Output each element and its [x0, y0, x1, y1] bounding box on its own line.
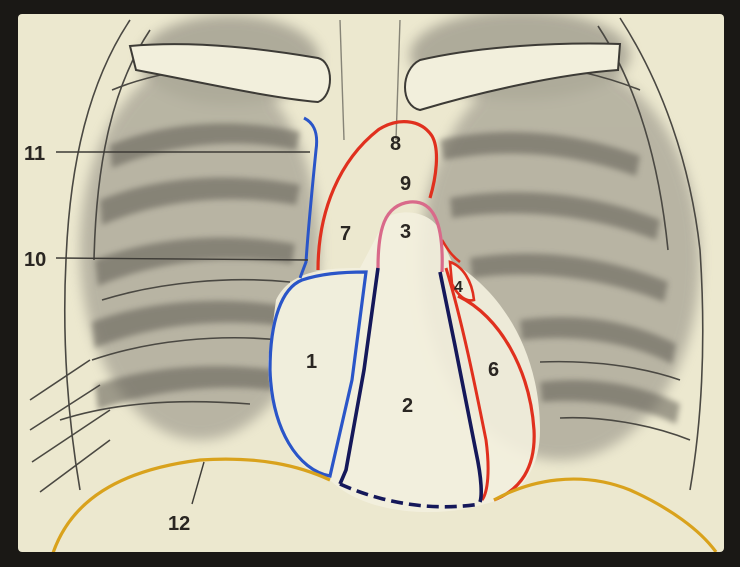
label-8: 8 [390, 133, 401, 155]
label-1: 1 [306, 351, 317, 373]
label-4: 4 [454, 279, 463, 296]
label-12: 12 [168, 513, 190, 535]
label-9: 9 [400, 173, 411, 195]
label-2: 2 [402, 395, 413, 417]
label-11: 11 [24, 143, 45, 165]
label-6: 6 [488, 359, 499, 381]
label-10: 10 [24, 249, 46, 271]
label-3: 3 [400, 221, 411, 243]
label-7: 7 [340, 223, 351, 245]
